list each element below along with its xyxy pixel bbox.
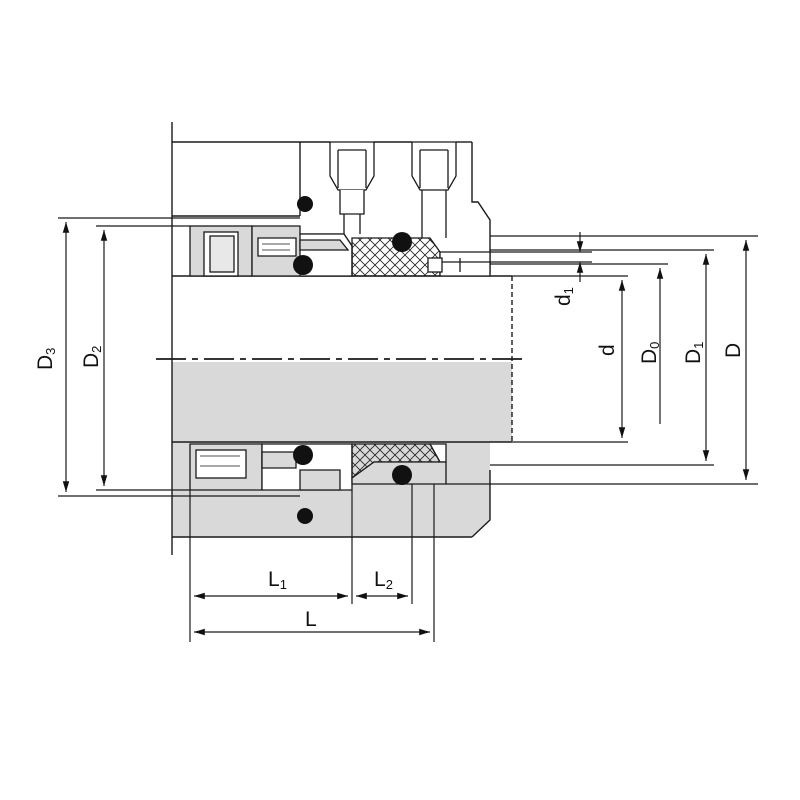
label-d: d (596, 344, 619, 356)
dimension-lines (58, 217, 758, 642)
flush-port-right (411, 141, 457, 238)
label-d1: d1 (552, 287, 576, 306)
o-ring-sleeve-lower (293, 445, 313, 465)
svg-text:D3: D3 (34, 348, 58, 370)
lower-o-rings (293, 445, 412, 524)
o-ring-seat-lower (392, 465, 412, 485)
label-L: L (305, 608, 317, 631)
housing-outline (171, 122, 491, 555)
upper-o-rings (293, 196, 412, 275)
label-D2: D2 (80, 346, 104, 368)
o-ring-seat-upper (392, 232, 412, 252)
svg-text:D: D (722, 343, 745, 358)
svg-text:D2: D2 (80, 346, 104, 368)
label-L2: L2 (374, 568, 393, 592)
svg-text:D0: D0 (638, 342, 662, 364)
label-D1: D1 (682, 342, 706, 364)
lower-seal-assembly (189, 443, 447, 491)
svg-text:d1: d1 (552, 287, 576, 306)
svg-text:d: d (596, 344, 619, 356)
flush-port-left (329, 141, 375, 234)
o-ring-gland-upper (297, 196, 313, 212)
svg-text:D1: D1 (682, 342, 706, 364)
o-ring-sleeve-upper (293, 255, 313, 275)
label-D3: D3 (34, 348, 58, 370)
o-ring-gland-lower (297, 508, 313, 524)
upper-seal-assembly (189, 225, 491, 277)
label-L1: L1 (268, 568, 287, 592)
label-D0: D0 (638, 342, 662, 364)
label-D: D (722, 343, 745, 358)
